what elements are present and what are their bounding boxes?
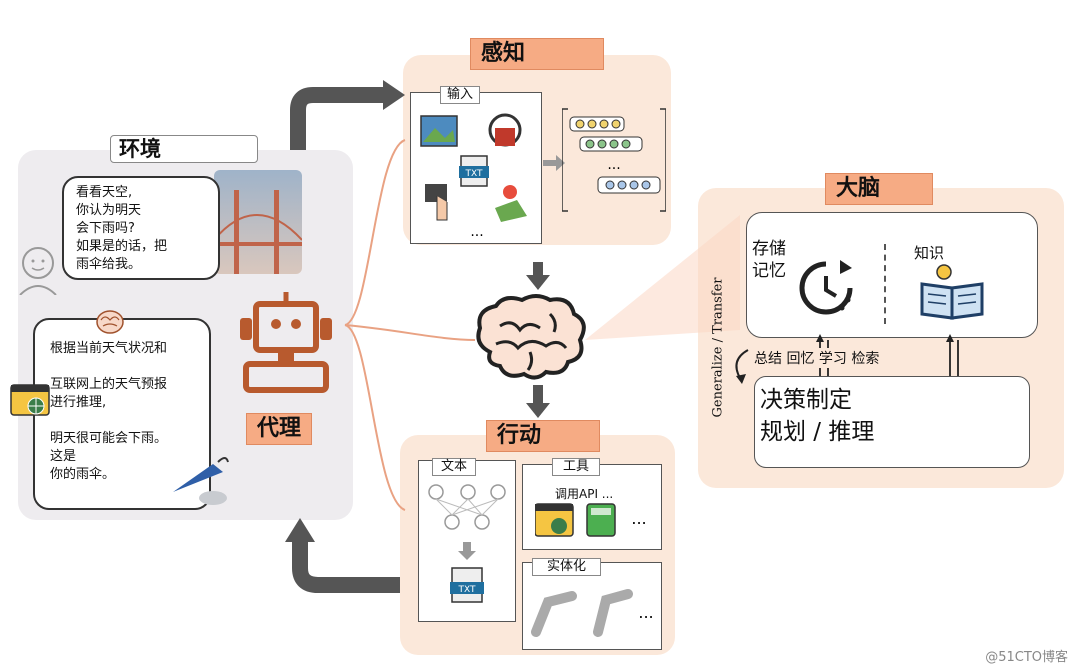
decision-line-2: 规划 / 推理 — [760, 419, 875, 445]
robot-arm-icons: ... — [531, 589, 654, 637]
memory-divider — [884, 244, 886, 324]
decision-line-1: 决策制定 — [760, 387, 852, 413]
reply-line: 这是 — [50, 449, 77, 464]
arrow-action-to-env-head — [285, 518, 315, 542]
memory-knowledge-box — [746, 212, 1038, 338]
robot-arm-icon — [531, 591, 577, 637]
txt-badge: TXT — [464, 169, 483, 179]
small-brain-icon — [96, 310, 124, 334]
memory-clock-icon — [799, 260, 853, 315]
embodiment-ellipsis: ... — [638, 603, 653, 622]
speech-line: 你认为明天 — [76, 203, 142, 218]
brain-title: 大脑 — [825, 173, 933, 205]
speech-line: 会下雨吗? — [76, 221, 135, 236]
text-output-label: 文本 — [432, 458, 477, 476]
map-icon — [495, 200, 527, 222]
reply-line: 互联网上的天气预报 — [50, 377, 168, 392]
decision-text: 决策制定 规划 / 推理 — [760, 384, 874, 448]
arrow-env-to-perception-head — [383, 80, 405, 110]
user-speech-bubble: 看看天空, 你认为明天 会下雨吗? 如果是的话，把 雨伞给我。 — [62, 176, 220, 280]
tool-icons: ... — [535, 503, 647, 537]
reply-line — [50, 358, 209, 376]
token-sequences: ... — [562, 108, 666, 212]
arrow-perc-brain — [533, 262, 543, 276]
arrow-brain-action-head — [526, 403, 550, 418]
touch-icon — [425, 184, 447, 202]
txt-badge: TXT — [457, 585, 476, 595]
perception-title: 感知 — [470, 38, 604, 70]
speech-line: 看看天空, — [76, 185, 133, 200]
arrow-perc-brain-head — [526, 275, 550, 290]
memory-label: 存储 记忆 — [752, 239, 786, 281]
input-icons: TXT ... — [420, 113, 527, 240]
tools-ellipsis: ... — [631, 509, 646, 528]
foggy-bridge-image — [213, 170, 303, 274]
tools-label: 工具 — [552, 458, 601, 476]
link-agent-action — [344, 324, 406, 511]
neural-net-icon: TXT — [428, 484, 506, 603]
link-agent-perception — [344, 139, 406, 326]
agent-title: 代理 — [246, 413, 313, 445]
input-ellipsis: ... — [470, 224, 483, 240]
brain-icon — [476, 294, 586, 380]
reply-line — [50, 412, 209, 430]
speech-line: 如果是的话，把 — [76, 239, 168, 254]
knowledge-label: 知识 — [914, 244, 945, 262]
web-browser-icon — [10, 384, 50, 416]
robot-leg-icon — [593, 589, 633, 637]
arrow-action-to-env — [292, 540, 400, 593]
robot-icon — [240, 292, 332, 393]
user-icon — [19, 247, 57, 295]
decision-box — [754, 376, 1030, 468]
reply-line: 根据当前天气状况和 — [50, 341, 168, 356]
umbrella-icon — [173, 457, 229, 505]
generalize-curve-arrow — [735, 349, 749, 379]
lightbulb-icon — [936, 264, 952, 280]
tools-call-text: 调用API ... — [555, 487, 614, 501]
generalize-transfer-label: Generalize / Transfer — [710, 277, 726, 418]
watermark: @51CTO博客 — [985, 650, 1068, 665]
memory-operations: 总结 回忆 学习 检索 — [752, 348, 882, 368]
action-title: 行动 — [486, 420, 600, 452]
book-icon — [920, 264, 984, 320]
agent-reply-bubble: 根据当前天气状况和 互联网上的天气预报 进行推理, 明天很可能会下雨。 这是 你… — [33, 318, 211, 510]
input-label: 输入 — [440, 86, 481, 104]
token-ellipsis: ... — [607, 157, 620, 173]
arrow-input-to-tokens — [543, 155, 565, 171]
reply-line: 进行推理, — [50, 395, 107, 410]
environment-title: 环境 — [110, 135, 258, 163]
bridge-icon — [213, 190, 303, 274]
embodiment-label: 实体化 — [532, 558, 602, 576]
reply-line: 你的雨伞。 — [50, 467, 116, 482]
speech-line: 雨伞给我。 — [76, 257, 142, 272]
link-agent-brain — [344, 324, 476, 341]
brain-projection — [585, 215, 740, 340]
arrow-brain-action — [533, 385, 543, 405]
arrow-env-to-perception — [290, 87, 385, 150]
reply-line: 明天很可能会下雨。 — [50, 431, 168, 446]
